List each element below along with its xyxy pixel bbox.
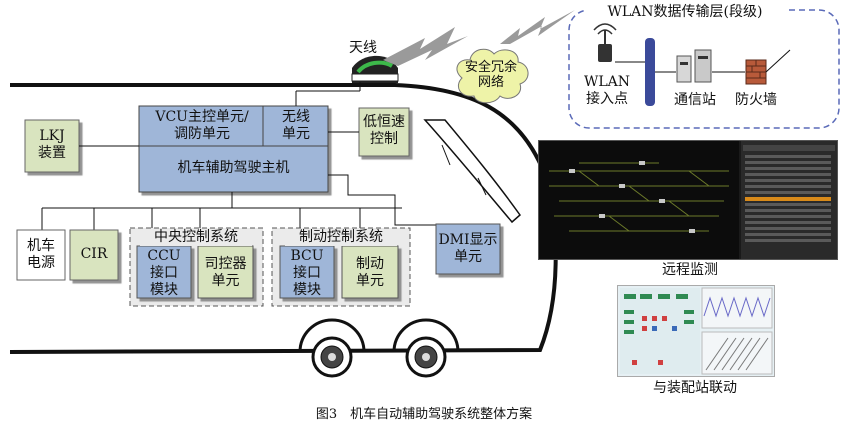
windshield — [423, 119, 522, 224]
bcu-box — [279, 245, 335, 299]
firewall-icon — [745, 59, 767, 85]
low-speed-label: 低恒速 控制 — [363, 114, 405, 147]
low-speed-box — [358, 107, 410, 157]
ccu-box — [136, 245, 192, 299]
vcu-label: VCU主控单元/ 调防单元 — [155, 109, 249, 142]
antenna-label: 天线 — [349, 40, 377, 56]
antenna-icon — [351, 55, 399, 83]
wheel-left — [298, 318, 366, 378]
driver-controller-label: 司控器 单元 — [204, 256, 247, 289]
brake-unit-box — [341, 245, 399, 299]
station-linkage-label: 与装配站联动 — [653, 380, 737, 396]
power-label: 机车 电源 — [27, 238, 55, 271]
wireless-signal-bolt — [500, 10, 575, 44]
dmi-box — [435, 223, 501, 275]
bcu-label: BCU 接口 模块 — [290, 248, 324, 298]
dmi-label: DMI显示 单元 — [438, 232, 498, 265]
station-label: 通信站 — [674, 92, 716, 108]
wlan-title: WLAN数据传输层(段级) — [585, 4, 785, 21]
access-point-icon — [593, 23, 617, 62]
power-box — [16, 229, 66, 281]
network-bus — [645, 38, 655, 106]
remote-monitoring-screenshot — [538, 140, 838, 260]
safety-network-label: 安全冗余 网络 — [464, 60, 517, 90]
host-label: 机车辅助驾驶主机 — [177, 160, 290, 176]
host-box — [138, 105, 329, 193]
cir-label: CIR — [80, 246, 108, 262]
cir-box — [69, 229, 119, 281]
ccu-label: CCU 接口 模块 — [147, 248, 181, 298]
windshield-line — [441, 144, 451, 166]
central-control-title: 中央控制系统 — [140, 229, 252, 246]
station-linkage-screenshot — [617, 285, 775, 377]
figure-caption: 图3 机车自动辅助驾驶系统整体方案 — [315, 407, 533, 422]
lkj-label: LKJ 装置 — [38, 128, 66, 161]
windshield-line — [477, 177, 487, 196]
brake-control-title: 制动控制系统 — [285, 229, 397, 246]
driver-controller-box — [197, 245, 254, 299]
wheel-right — [392, 318, 460, 378]
server-icon — [676, 49, 712, 83]
access-point-label: WLAN 接入点 — [583, 74, 631, 107]
wireless-signal-bolt — [383, 27, 468, 66]
wireless-unit-label: 无线 单元 — [282, 109, 310, 142]
brake-unit-label: 制动 单元 — [356, 256, 384, 289]
safety-network-cloud — [456, 48, 529, 104]
remote-monitoring-label: 远程监测 — [662, 262, 718, 278]
connector — [328, 174, 436, 226]
firewall-label: 防火墙 — [735, 92, 777, 108]
wlan-link — [765, 49, 791, 73]
